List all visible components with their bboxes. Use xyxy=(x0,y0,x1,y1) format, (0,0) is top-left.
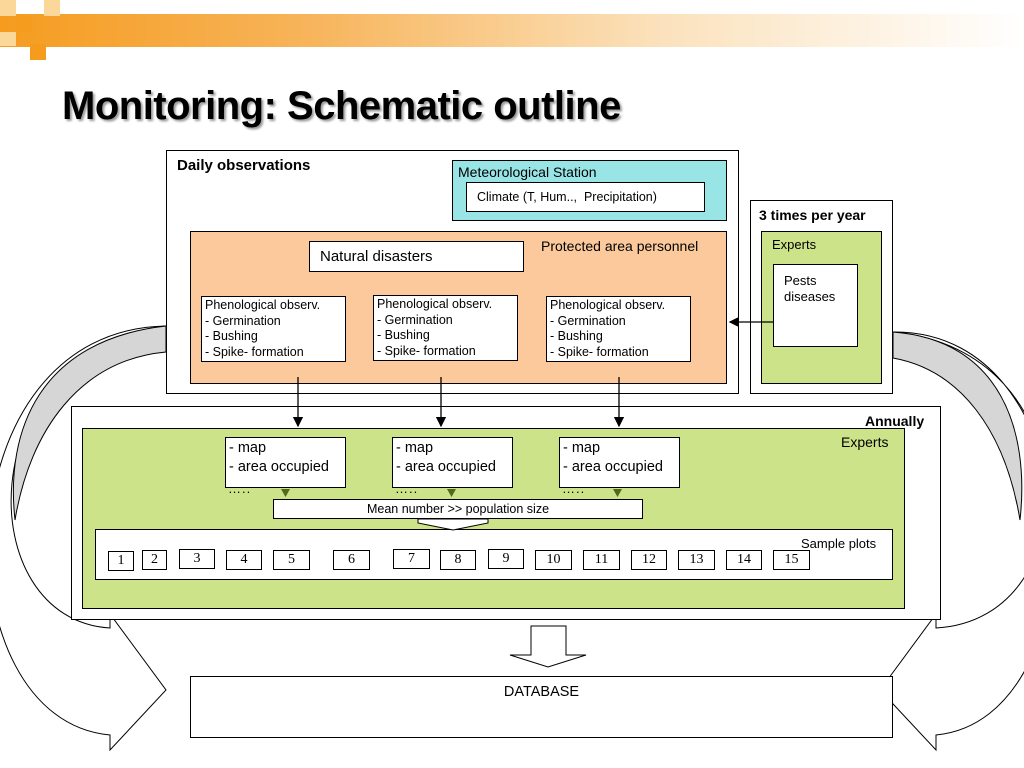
natural-disasters-box: Natural disasters xyxy=(309,241,524,272)
header-banner xyxy=(0,14,1024,47)
right-curved-arrow xyxy=(879,331,1024,752)
plot-14: 14 xyxy=(726,550,762,570)
plot-1: 1 xyxy=(108,551,134,571)
plot-6: 6 xyxy=(333,550,370,570)
phenological-box-3: Phenological observ. - Germination - Bus… xyxy=(546,296,691,362)
page-title: Monitoring: Schematic outline xyxy=(62,84,621,128)
meteorological-station-label: Meteorological Station xyxy=(458,164,597,180)
left-curved-arrow-shade xyxy=(12,325,167,521)
sample-plots-label: Sample plots xyxy=(801,536,877,551)
ellipsis-3: ….. xyxy=(562,481,586,496)
decor-square-5 xyxy=(30,44,46,60)
map-box-2: - map - area occupied xyxy=(392,437,513,488)
daily-observations-label: Daily observations xyxy=(177,157,311,174)
plot-9: 9 xyxy=(488,549,524,569)
plot-5: 5 xyxy=(273,550,310,570)
protected-area-personnel-label: Protected area personnel xyxy=(541,238,699,254)
decor-square-1 xyxy=(0,0,16,16)
annually-label: Annually xyxy=(865,413,925,429)
plot-3: 3 xyxy=(179,549,215,569)
phenological-box-1: Phenological observ. - Germination - Bus… xyxy=(201,296,346,362)
mean-number-box: Mean number >> population size xyxy=(273,499,643,519)
ellipsis-1: ….. xyxy=(228,481,252,496)
database-box xyxy=(190,676,893,738)
climate-box: Climate (T, Hum.., Precipitation) xyxy=(466,182,705,212)
decor-square-4 xyxy=(0,32,16,46)
database-label: DATABASE xyxy=(503,684,580,700)
plot-15: 15 xyxy=(773,550,810,570)
right-curved-arrow-shade xyxy=(892,331,1023,521)
plot-11: 11 xyxy=(583,550,620,570)
plot-4: 4 xyxy=(226,550,262,570)
plot-12: 12 xyxy=(631,550,667,570)
three-times-experts-label: Experts xyxy=(772,237,817,252)
plot-8: 8 xyxy=(440,550,476,570)
map-box-1: - map - area occupied xyxy=(225,437,346,488)
plot-13: 13 xyxy=(678,550,715,570)
plot-7: 7 xyxy=(393,549,430,569)
plot-2: 2 xyxy=(142,550,167,570)
three-times-label: 3 times per year xyxy=(759,207,866,223)
annually-experts-label: Experts xyxy=(841,434,889,450)
pests-diseases-box: Pests diseases xyxy=(773,264,858,347)
plot-10: 10 xyxy=(535,550,572,570)
map-box-3: - map - area occupied xyxy=(559,437,680,488)
decor-square-2 xyxy=(16,16,32,32)
phenological-box-2: Phenological observ. - Germination - Bus… xyxy=(373,295,518,361)
decor-square-3 xyxy=(44,0,60,16)
ellipsis-2: ….. xyxy=(395,481,419,496)
